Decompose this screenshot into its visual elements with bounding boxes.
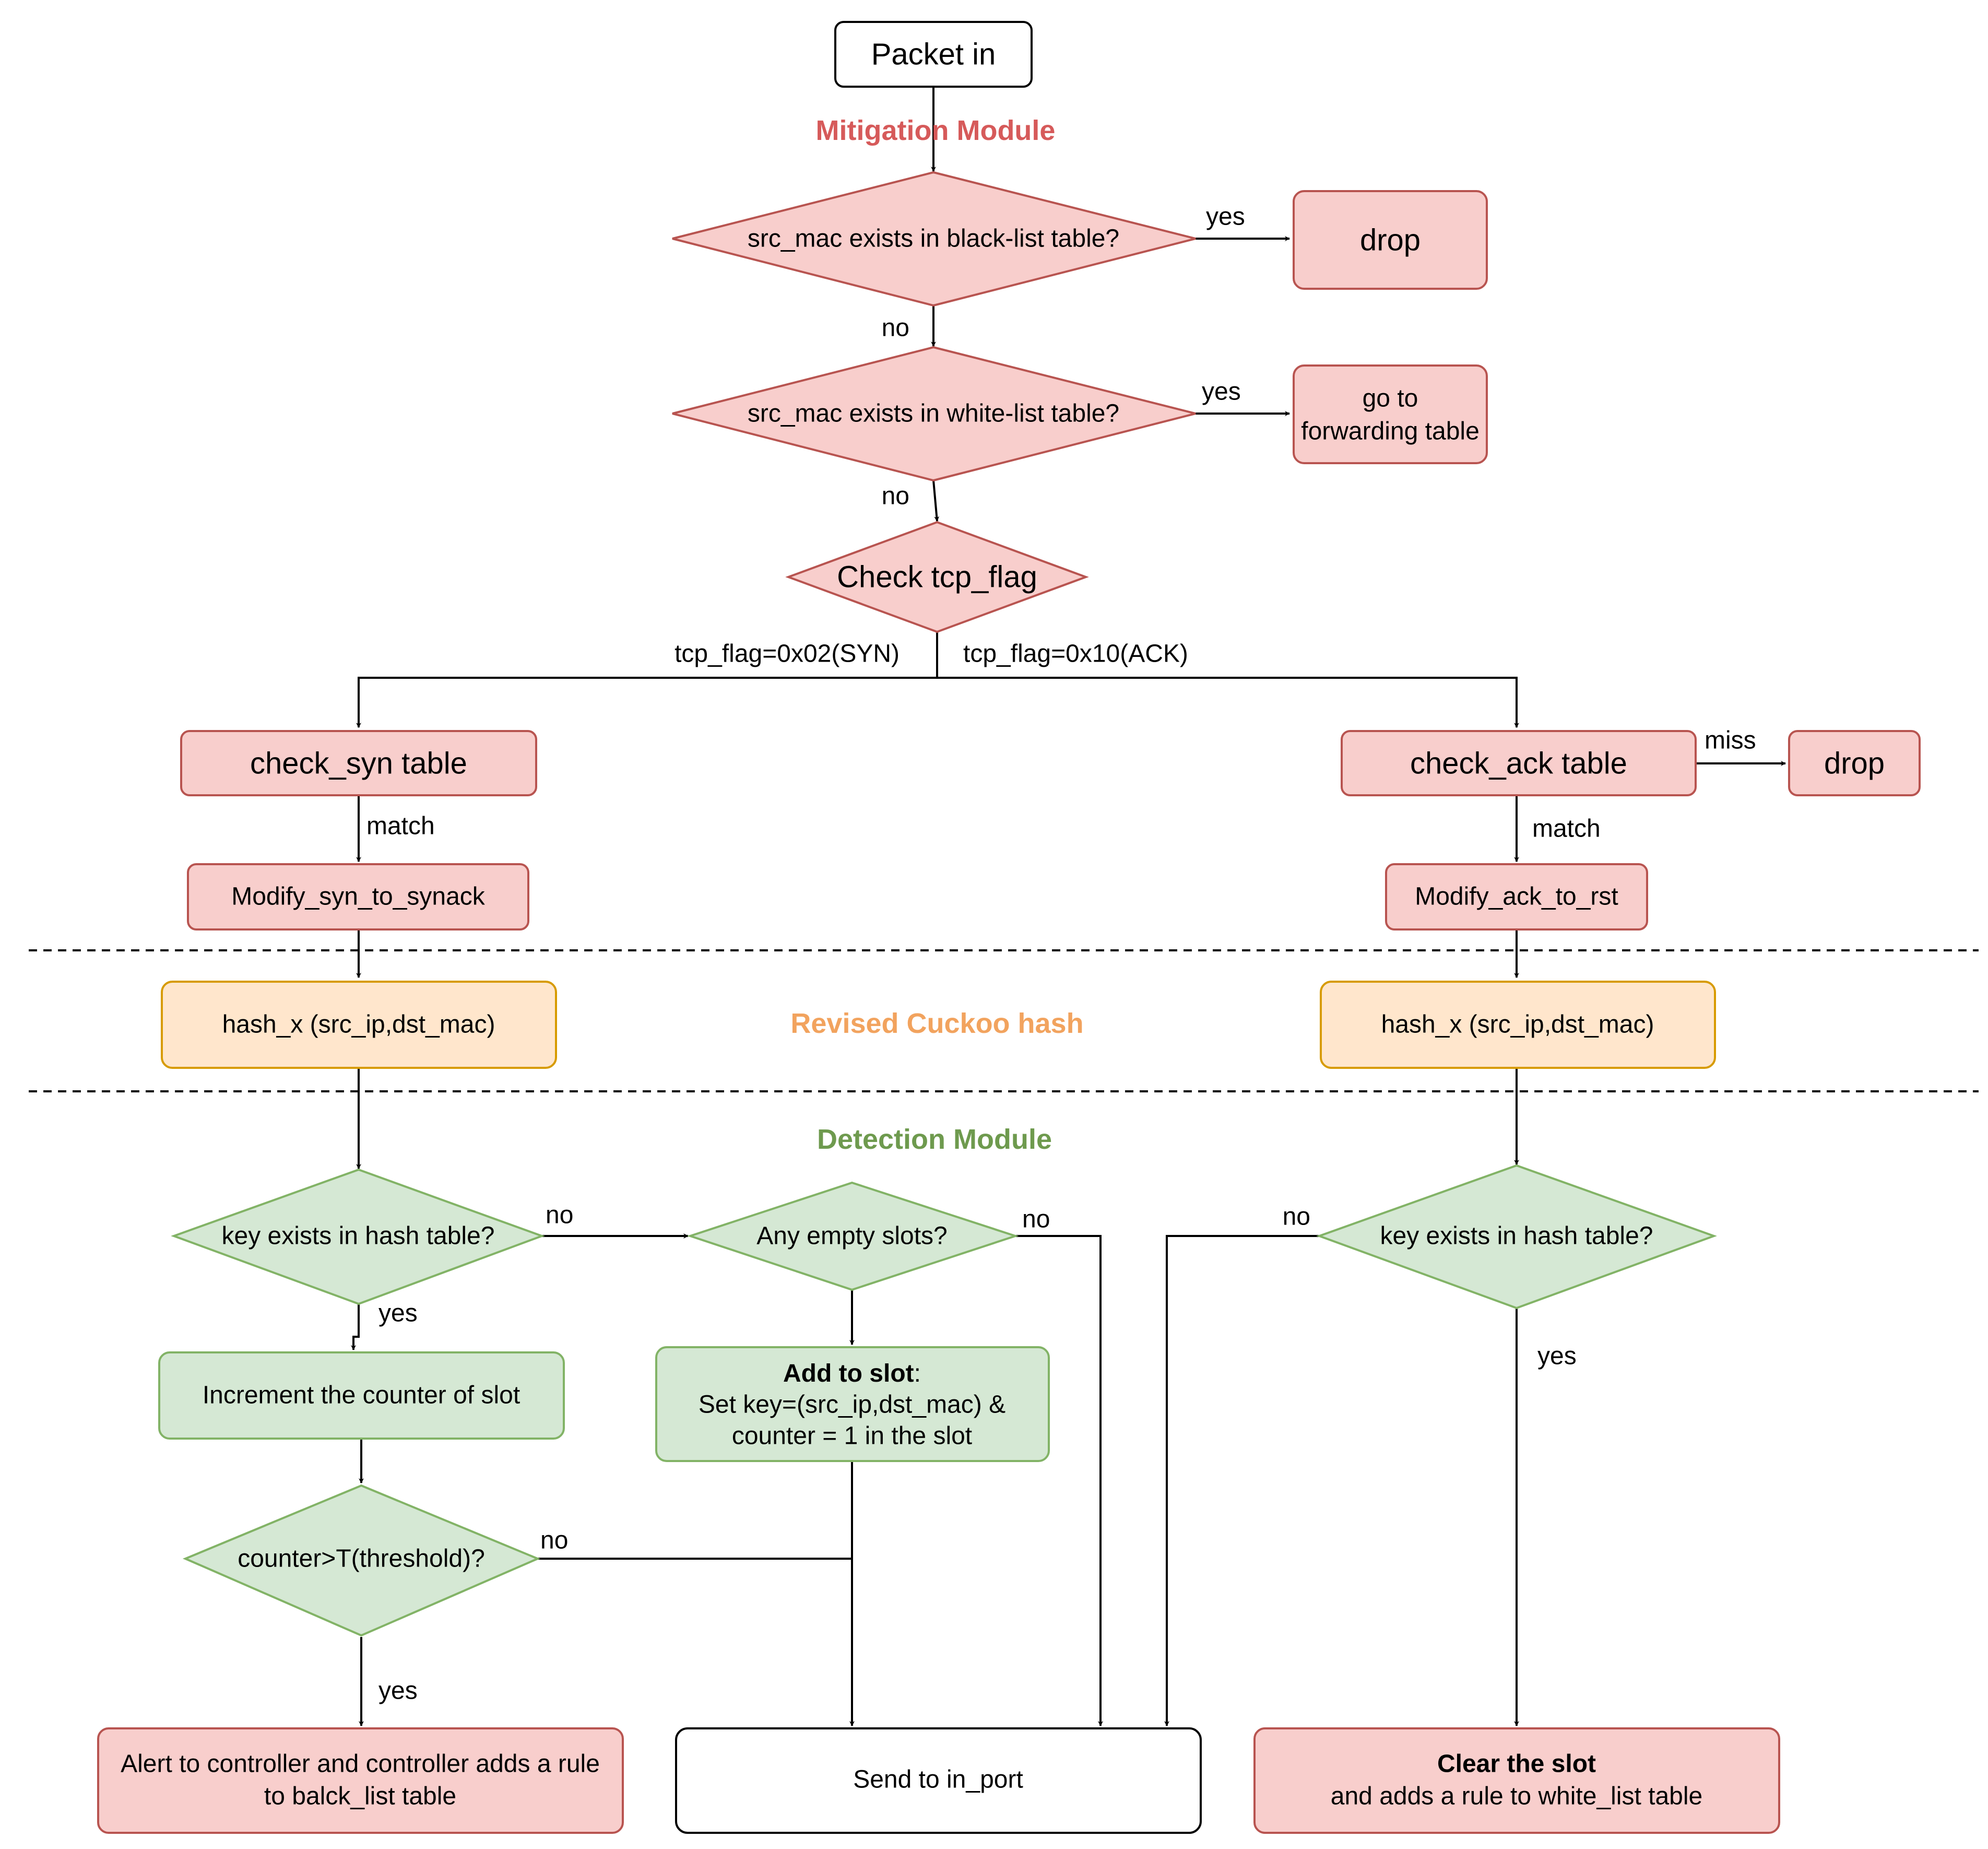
label-syn-flag: tcp_flag=0x02(SYN)	[674, 640, 900, 668]
clear-slot-box	[1253, 1727, 1780, 1834]
increment-label: Increment the counter of slot	[203, 1382, 520, 1409]
drop-label-2: drop	[1824, 747, 1885, 781]
forwarding-box	[1293, 364, 1488, 464]
alert-label-line1: Alert to controller and controller adds …	[121, 1750, 600, 1778]
hash-right-box	[1320, 981, 1716, 1069]
add-slot-colon: :	[914, 1360, 921, 1387]
edge-tcp-ack	[937, 677, 1519, 728]
packet-in-label: Packet in	[871, 38, 996, 72]
check-syn-box	[180, 730, 537, 796]
add-slot-line3: counter = 1 in the slot	[732, 1422, 972, 1450]
send-port-box	[675, 1727, 1202, 1834]
check-syn-label: check_syn table	[250, 747, 467, 781]
key-exists-left-decision	[171, 1168, 545, 1305]
empty-slots-decision	[687, 1181, 1019, 1291]
drop-label-1: drop	[1360, 223, 1421, 257]
clear-slot-title: Clear the slot	[1437, 1750, 1596, 1778]
label-syn-match: match	[366, 812, 435, 840]
blacklist-decision-label: src_mac exists in black-list table?	[748, 225, 1119, 253]
add-slot-box	[655, 1346, 1050, 1462]
label-ack-match: match	[1532, 815, 1601, 843]
edge-empty-no	[1015, 1235, 1103, 1726]
edge-key-right-no	[1164, 1235, 1319, 1726]
alert-box	[97, 1727, 624, 1834]
whitelist-decision	[672, 346, 1196, 482]
threshold-decision	[182, 1484, 541, 1637]
mitigation-module-title: Mitigation Module	[816, 115, 1056, 146]
add-slot-heading: Add to slot:	[783, 1360, 921, 1387]
empty-slots-label: Any empty slots?	[756, 1222, 947, 1250]
edge-whitelist-no	[932, 480, 940, 522]
check-ack-box	[1341, 730, 1697, 796]
hash-left-box	[161, 981, 557, 1069]
key-exists-left-label: key exists in hash table?	[222, 1222, 495, 1250]
label-key-right-yes: yes	[1537, 1342, 1577, 1370]
label-white-no: no	[882, 482, 909, 510]
label-white-yes: yes	[1202, 378, 1241, 406]
label-threshold-yes: yes	[378, 1677, 418, 1705]
edge-labels: yes no yes no tcp_flag=0x02(SYN) tcp_fla…	[366, 203, 1756, 1705]
nodes: Packet in src_mac exists in black-list t…	[97, 21, 1921, 1834]
drop-box-2	[1788, 730, 1921, 796]
check-ack-label: check_ack table	[1410, 747, 1627, 781]
key-exists-right-decision	[1316, 1164, 1717, 1310]
alert-label-line2: to balck_list table	[264, 1783, 456, 1810]
clear-slot-line2: and adds a rule to white_list table	[1331, 1783, 1702, 1810]
drop-box-1	[1293, 190, 1488, 290]
tcp-flag-decision-label: Check tcp_flag	[837, 560, 1037, 594]
label-key-left-no: no	[546, 1202, 573, 1229]
key-exists-right-label: key exists in hash table?	[1380, 1222, 1653, 1250]
edges	[351, 88, 1786, 1726]
forwarding-label-line2: forwarding table	[1301, 418, 1480, 445]
send-port-label: Send to in_port	[853, 1766, 1023, 1794]
edge-key-left-yes	[351, 1304, 360, 1350]
modify-syn-label: Modify_syn_to_synack	[231, 883, 486, 911]
modify-ack-label: Modify_ack_to_rst	[1415, 883, 1618, 911]
label-black-no: no	[882, 314, 909, 342]
cuckoo-hash-title: Revised Cuckoo hash	[790, 1008, 1083, 1039]
blacklist-decision	[672, 171, 1196, 307]
label-key-right-no: no	[1283, 1203, 1310, 1231]
hash-left-label: hash_x (src_ip,dst_mac)	[222, 1011, 495, 1039]
whitelist-decision-label: src_mac exists in white-list table?	[748, 400, 1119, 428]
packet-in-box	[834, 21, 1033, 88]
tcp-flag-decision	[785, 521, 1089, 633]
modify-ack-box	[1385, 863, 1648, 931]
detection-module-title: Detection Module	[817, 1124, 1052, 1155]
label-black-yes: yes	[1206, 203, 1245, 231]
add-slot-line2: Set key=(src_ip,dst_mac) &	[699, 1391, 1005, 1419]
add-slot-title: Add to slot	[783, 1360, 914, 1387]
forwarding-label-line1: go to	[1363, 385, 1418, 413]
label-ack-flag: tcp_flag=0x10(ACK)	[963, 640, 1188, 668]
edge-tcp-syn	[356, 677, 937, 728]
modify-syn-box	[187, 863, 529, 931]
label-key-left-yes: yes	[378, 1300, 418, 1327]
threshold-label: counter>T(threshold)?	[238, 1545, 485, 1573]
hash-right-label: hash_x (src_ip,dst_mac)	[1381, 1011, 1654, 1039]
label-ack-miss: miss	[1705, 727, 1756, 755]
increment-box	[158, 1351, 565, 1440]
label-threshold-no: no	[540, 1527, 568, 1554]
label-empty-no: no	[1022, 1206, 1050, 1233]
